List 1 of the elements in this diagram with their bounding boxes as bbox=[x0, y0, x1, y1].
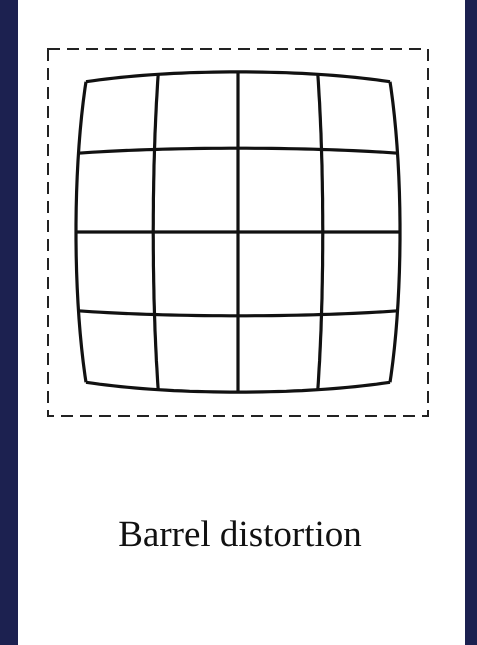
caption: Barrel distortion bbox=[117, 515, 363, 555]
